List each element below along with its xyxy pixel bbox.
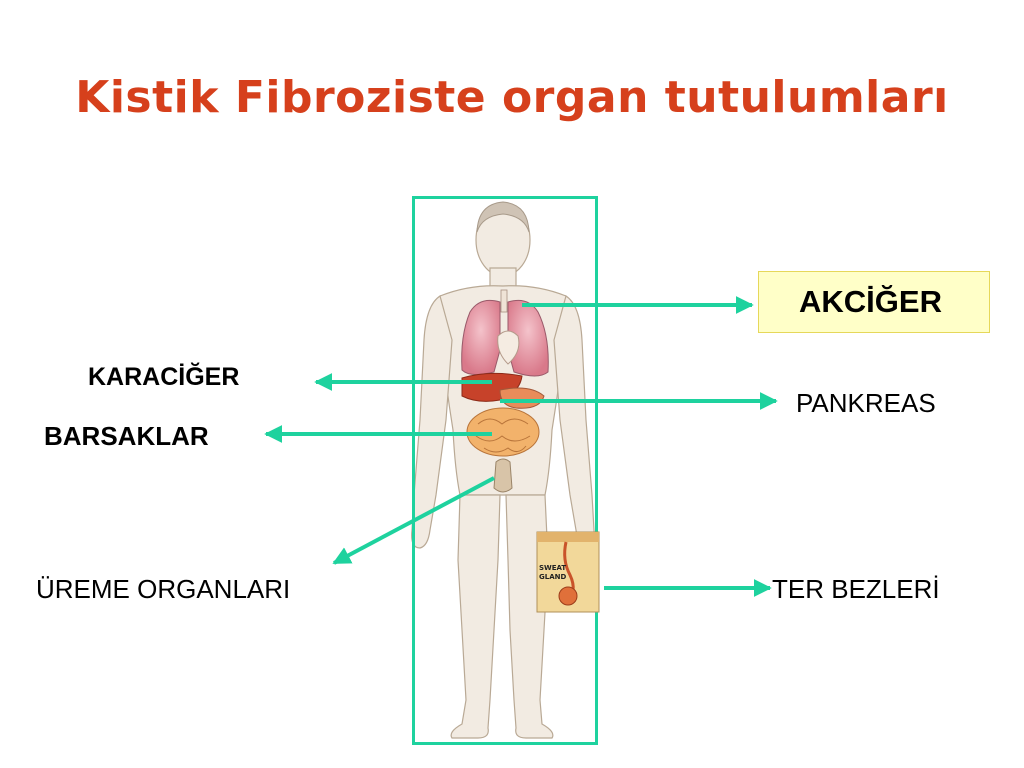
label-pankreas: PANKREAS bbox=[796, 388, 936, 418]
slide-title: Kistik Fibroziste organ tutulumları bbox=[75, 72, 949, 123]
label-karaciger: KARACİĞER bbox=[88, 363, 240, 391]
inset-caption-line1: SWEAT bbox=[539, 564, 566, 572]
label-akciger: AKCİĞER bbox=[799, 284, 942, 319]
hair bbox=[476, 201, 530, 233]
reproductive-illustration bbox=[493, 458, 513, 493]
label-barsaklar: BARSAKLAR bbox=[44, 421, 209, 451]
label-ter: TER BEZLERİ bbox=[772, 574, 940, 604]
akciger-highlight-box: AKCİĞER bbox=[758, 271, 990, 333]
figure-frame bbox=[412, 196, 598, 745]
inset-caption-line2: GLAND bbox=[539, 573, 566, 581]
heart-illustration bbox=[497, 330, 520, 365]
arrow-ureme bbox=[332, 476, 495, 565]
label-ureme: ÜREME ORGANLARI bbox=[36, 574, 291, 604]
trachea-illustration bbox=[500, 289, 508, 313]
